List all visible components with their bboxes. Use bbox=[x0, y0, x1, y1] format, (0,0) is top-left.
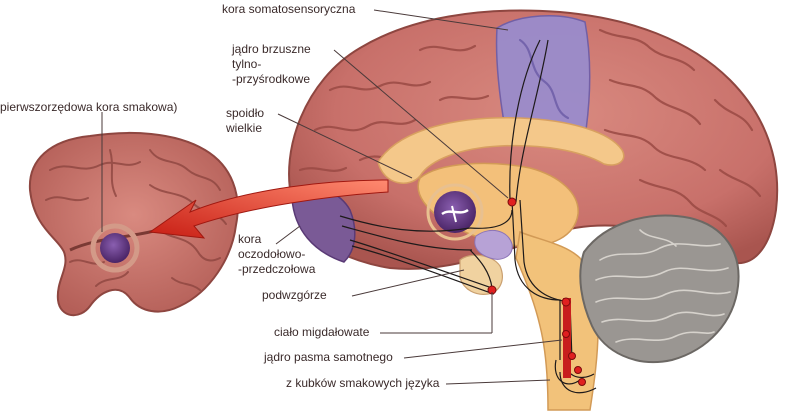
label-taste-buds: z kubków smakowych języka bbox=[286, 376, 440, 390]
primary-gustatory-cortex-marker bbox=[90, 223, 140, 273]
label-somatosensory-cortex: kora somatosensoryczna bbox=[222, 2, 356, 16]
relay-nodes bbox=[487, 197, 586, 386]
label-leader-lines bbox=[275, 9, 563, 385]
label-solitary-nucleus: jądro pasma samotnego bbox=[264, 350, 393, 364]
solitary-tract bbox=[563, 298, 571, 378]
corpus-callosum bbox=[377, 117, 625, 184]
label-corpus-callosum: spoidło wielkie bbox=[226, 106, 265, 135]
label-vpm-nucleus: jądro brzuszne tylno- -przyśrodkowe bbox=[232, 42, 311, 86]
cerebellum bbox=[579, 214, 740, 364]
brainstem bbox=[515, 230, 599, 411]
label-amygdala: ciało migdałowate bbox=[274, 325, 370, 339]
main-brain bbox=[275, 9, 779, 411]
somatosensory-cortex-region bbox=[495, 15, 591, 134]
projection-arrow bbox=[148, 179, 389, 239]
pathway-lines bbox=[339, 39, 597, 394]
label-primary-gustatory-cortex: (pierwszorzędowa kora smakowa) bbox=[0, 100, 178, 114]
label-orbitofrontal-cortex: kora oczodołowo- -przedczołowa bbox=[238, 232, 316, 276]
thalamus-focus-circle bbox=[426, 183, 484, 241]
hypothalamus-violet bbox=[474, 229, 513, 260]
label-hypothalamus: podwzgórze bbox=[262, 288, 327, 302]
